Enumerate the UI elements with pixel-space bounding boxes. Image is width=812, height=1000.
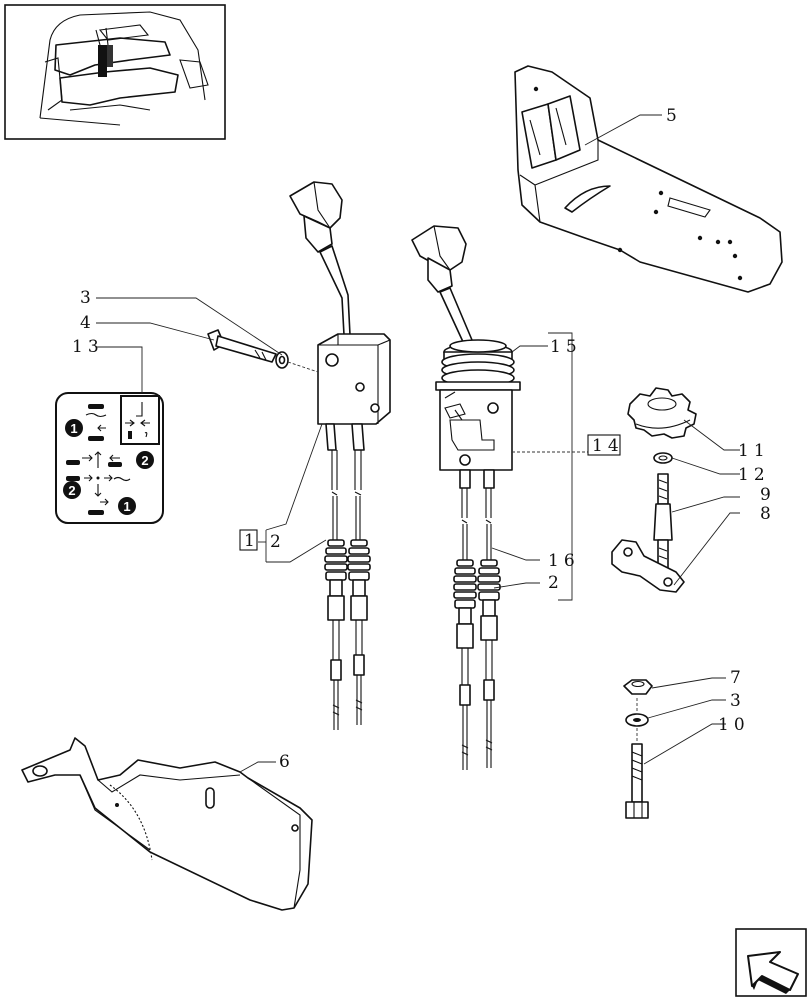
callout-3-upper: 3 bbox=[80, 288, 96, 308]
bolt-part-4 bbox=[207, 329, 277, 363]
stud-part-9 bbox=[653, 473, 673, 571]
svg-text:1: 1 bbox=[70, 421, 77, 436]
callout-9: 9 bbox=[760, 485, 776, 505]
callout-11: 11 bbox=[738, 441, 770, 461]
svg-text:2: 2 bbox=[68, 483, 75, 498]
decal-marker-2-left: 2 bbox=[63, 481, 81, 499]
callout-16: 16 bbox=[548, 551, 580, 571]
washer-part-3-lower bbox=[625, 713, 649, 727]
decal-marker-1-top: 1 bbox=[65, 419, 83, 437]
washer-part-12 bbox=[653, 452, 673, 464]
decal-symbols bbox=[66, 404, 131, 515]
tractor-cab-locator-icon bbox=[39, 11, 209, 126]
left-cable-bellows bbox=[324, 539, 371, 581]
leader-lines bbox=[96, 114, 740, 773]
right-joystick-assembly bbox=[411, 225, 521, 770]
callout-14: 14 bbox=[592, 436, 624, 456]
washer-part-3-upper bbox=[275, 351, 319, 373]
callout-8: 8 bbox=[760, 504, 776, 524]
next-page-arrow-icon[interactable] bbox=[735, 928, 807, 997]
decal-marker-1-bottom: 1 bbox=[118, 497, 136, 515]
knob-part-11 bbox=[627, 387, 697, 439]
callout-2-right: 2 bbox=[548, 573, 564, 593]
svg-text:1: 1 bbox=[123, 499, 130, 514]
callout-labels: 3 4 13 5 6 1 2 15 14 16 2 11 12 9 8 7 3 … bbox=[72, 106, 776, 772]
nut-part-7 bbox=[623, 679, 653, 695]
locator-thumbnail bbox=[4, 4, 226, 140]
decal-marker-2-right: 2 bbox=[136, 451, 154, 469]
bracket-5-holes bbox=[533, 86, 743, 281]
bracket-part-5 bbox=[514, 65, 783, 293]
callout-12: 12 bbox=[738, 465, 770, 485]
bracket-part-8 bbox=[611, 539, 685, 593]
callout-15: 15 bbox=[550, 337, 582, 357]
right-joystick-boot bbox=[435, 339, 521, 391]
left-joystick-cables bbox=[324, 423, 371, 730]
left-joystick-assembly bbox=[289, 181, 391, 730]
callout-5: 5 bbox=[666, 106, 682, 126]
callout-7: 7 bbox=[730, 668, 746, 688]
callout-3-lower: 3 bbox=[730, 691, 746, 711]
bolt-part-10 bbox=[625, 743, 649, 819]
callout-10: 10 bbox=[718, 715, 750, 735]
cover-part-6 bbox=[21, 737, 313, 911]
callout-13: 13 bbox=[72, 337, 104, 357]
decal-part-13: 1 2 2 1 bbox=[55, 392, 164, 524]
callout-4: 4 bbox=[80, 313, 96, 333]
callout-6: 6 bbox=[279, 752, 295, 772]
right-joystick-cables bbox=[453, 469, 501, 770]
callout-1: 1 bbox=[244, 531, 260, 551]
svg-text:2: 2 bbox=[141, 453, 148, 468]
callout-2-left: 2 bbox=[270, 532, 286, 552]
